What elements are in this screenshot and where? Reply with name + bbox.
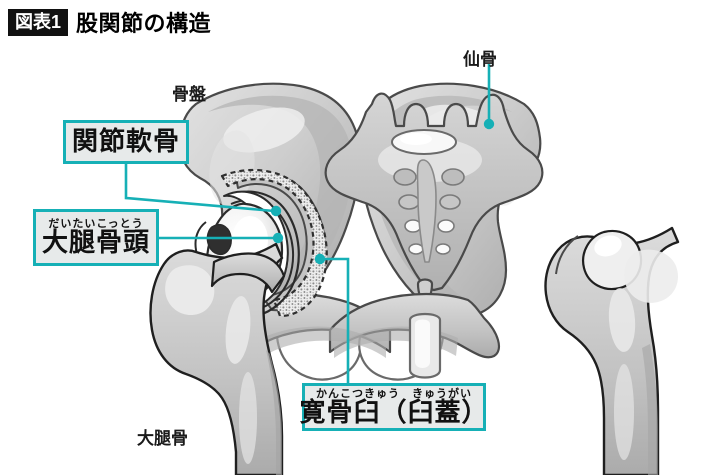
femoral-head-right-gloss — [594, 235, 622, 257]
label-box-acetabulum: かんこつきゅう きゅうがい 寛骨臼（臼蓋） — [299, 383, 489, 431]
fovea-capitis — [206, 223, 232, 256]
page-title: 股関節の構造 — [76, 11, 212, 36]
femur-left-shaft-shadow — [266, 350, 282, 475]
acetabulum-right-seam — [555, 235, 579, 275]
label-pelvis: 骨盤 — [172, 85, 206, 104]
femur-right-trochanter-gloss — [624, 249, 678, 303]
label-femur: 大腿骨 — [137, 429, 188, 448]
pubic-symphysis-gloss — [415, 319, 430, 368]
femur-left-shaft-gloss — [225, 296, 251, 364]
label-box-acetabulum-text: 寛骨臼（臼蓋） — [299, 396, 489, 427]
label-box-acetabulum-furigana: かんこつきゅう きゅうがい — [316, 387, 472, 400]
femur-left-neck — [210, 252, 286, 294]
femur-right-shaft-shadow — [642, 344, 658, 475]
sacral-foramen-r2 — [439, 194, 461, 210]
sacral-promontory-gloss — [400, 133, 432, 145]
sacral-foramen-r3 — [437, 219, 455, 233]
label-box-femoral-head-furigana: だいたいこっとう — [48, 218, 144, 231]
sacral-foramen-l2 — [398, 194, 420, 210]
sacral-foramen-r1 — [441, 168, 465, 186]
figure-number-badge: 図表1 — [8, 8, 69, 36]
label-box-femoral-head: だいたいこっとう 大腿骨頭 — [33, 209, 159, 266]
sacral-foramen-l1 — [393, 168, 417, 186]
label-box-articular-cartilage-text: 関節軟骨 — [71, 126, 180, 157]
label-sacrum: 仙骨 — [463, 50, 497, 69]
femur-right-shaft-gloss2 — [614, 364, 634, 460]
label-box-femoral-head-text: 大腿骨頭 — [41, 227, 150, 258]
sacral-foramen-r4 — [435, 243, 451, 255]
pelvic-ring-shadow-left — [262, 326, 386, 358]
label-box-articular-cartilage: 関節軟骨 — [63, 120, 189, 164]
articular-cartilage-acetabular — [220, 168, 328, 318]
femur-right-shaft-gloss — [608, 288, 636, 352]
sacral-median-crest — [416, 159, 437, 263]
sacral-foramen-l4 — [408, 243, 424, 255]
figure-title-row: 図表1 股関節の構造 — [8, 6, 211, 38]
femur-left-greater-trochanter-gloss — [165, 265, 215, 316]
femur-left-shaft-gloss2 — [239, 372, 257, 464]
